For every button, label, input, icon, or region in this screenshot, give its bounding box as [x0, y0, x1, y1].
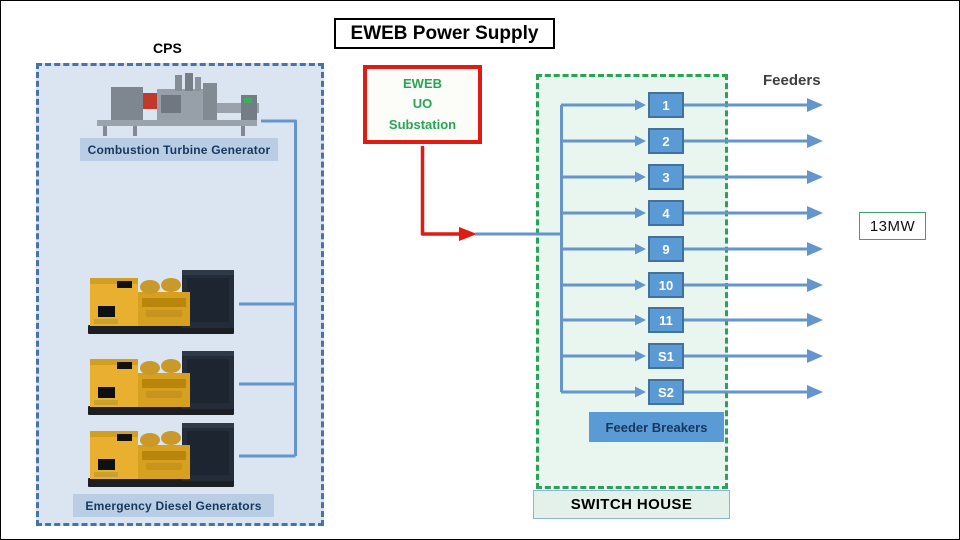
page-title: EWEB Power Supply: [334, 18, 555, 49]
feeder-breakers-label: Feeder Breakers: [589, 412, 724, 442]
feeder-breaker-4: 4: [648, 200, 684, 226]
feeder-arrowhead: [807, 313, 823, 327]
feeder-breaker-9: 9: [648, 236, 684, 262]
feeder-arrowhead: [807, 278, 823, 292]
substation-connector-line: [420, 146, 459, 236]
cps-label: CPS: [153, 40, 182, 56]
feeders-label: Feeders: [763, 72, 821, 89]
feeder-breaker-2: 2: [648, 128, 684, 154]
eweb-uo-substation-box: EWEB UO Substation: [363, 65, 482, 144]
feeder-breaker-11: 11: [648, 307, 684, 333]
feeder-breaker-10: 10: [648, 272, 684, 298]
feeder-breaker-s2: S2: [648, 379, 684, 405]
substation-line-2: UO: [412, 96, 433, 112]
capacity-badge: 13MW: [859, 212, 926, 240]
feeder-breaker-1: 1: [648, 92, 684, 118]
substation-line-1: EWEB: [403, 76, 442, 92]
feeder-arrowhead: [807, 170, 823, 184]
emergency-diesel-generators-label: Emergency Diesel Generators: [73, 494, 274, 517]
switch-house-label: SWITCH HOUSE: [533, 490, 730, 519]
cps-plant-box: [36, 63, 324, 526]
substation-arrowhead: [459, 227, 477, 241]
substation-line-3: Substation: [388, 116, 457, 132]
feeder-arrowhead: [807, 134, 823, 148]
feeder-breaker-s1: S1: [648, 343, 684, 369]
feeder-arrowhead: [807, 242, 823, 256]
combustion-turbine-generator-label: Combustion Turbine Generator: [80, 138, 278, 161]
feeder-arrowhead: [807, 98, 823, 112]
feeder-breaker-3: 3: [648, 164, 684, 190]
feeder-arrowhead: [807, 385, 823, 399]
feeder-arrowhead: [807, 206, 823, 220]
feeder-arrowhead: [807, 349, 823, 363]
